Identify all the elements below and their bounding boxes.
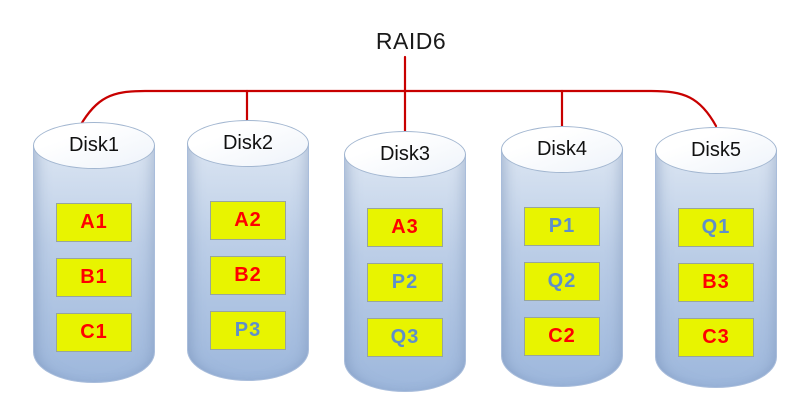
disk-4-label: Disk4: [536, 138, 587, 160]
disk-3-label: Disk3: [379, 143, 430, 165]
block-a2: A2: [210, 201, 286, 240]
disk-2-label: Disk2: [222, 132, 273, 154]
block-c1: C1: [56, 313, 132, 352]
disk-1: Disk1 A1 B1 C1: [33, 122, 155, 384]
disk-5: Disk5 Q1 B3 C3: [655, 127, 777, 389]
block-p1: P1: [524, 207, 600, 246]
bus-line: [78, 89, 718, 128]
block-p3: P3: [210, 311, 286, 350]
block-b3: B3: [678, 263, 754, 302]
block-c3: C3: [678, 318, 754, 357]
disk-5-label: Disk5: [690, 139, 741, 161]
disk-3-cylinder-top: Disk3: [344, 131, 466, 178]
disk-4-cylinder-top: Disk4: [501, 126, 623, 173]
block-b2: B2: [210, 256, 286, 295]
disk-3: Disk3 A3 P2 Q3: [344, 131, 466, 393]
block-q1: Q1: [678, 208, 754, 247]
diagram-title: RAID6: [375, 28, 447, 54]
disk-4: Disk4 P1 Q2 C2: [501, 126, 623, 388]
block-a1: A1: [56, 203, 132, 242]
block-q2: Q2: [524, 262, 600, 301]
block-a3: A3: [367, 208, 443, 247]
disk-2: Disk2 A2 B2 P3: [187, 120, 309, 382]
disk-5-cylinder-top: Disk5: [655, 127, 777, 174]
disk-1-label: Disk1: [68, 134, 119, 156]
block-q3: Q3: [367, 318, 443, 357]
disk-2-cylinder-top: Disk2: [187, 120, 309, 167]
block-b1: B1: [56, 258, 132, 297]
disk-1-cylinder-top: Disk1: [33, 122, 155, 169]
block-p2: P2: [367, 263, 443, 302]
block-c2: C2: [524, 317, 600, 356]
